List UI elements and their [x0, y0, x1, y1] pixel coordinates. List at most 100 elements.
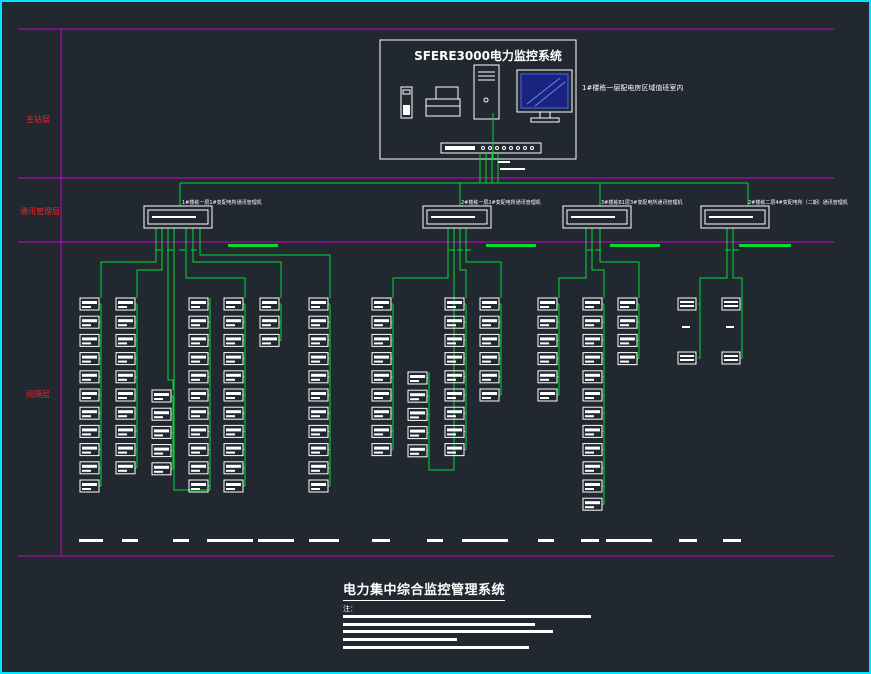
meter-12 — [115, 297, 136, 311]
meter-38 — [223, 297, 244, 311]
meter-20 — [115, 443, 136, 457]
meter-31 — [188, 370, 209, 384]
meter-28 — [188, 315, 209, 329]
meter-74 — [407, 407, 428, 421]
green-bars — [228, 244, 791, 247]
meter-55 — [308, 352, 329, 366]
layer-frame — [18, 28, 834, 557]
meter-88 — [479, 333, 500, 347]
column-label-bar-11 — [581, 539, 599, 542]
meter-101 — [582, 352, 603, 366]
meter-32 — [188, 388, 209, 402]
meter-72 — [407, 371, 428, 385]
meter-110 — [617, 297, 638, 311]
meter-63 — [371, 297, 392, 311]
bottom-title: 电力集中综合监控管理系统 — [343, 579, 506, 601]
gateway-4: 2#楼栋二层4#变配电所（二期）通讯管理机 — [700, 199, 848, 229]
gateway-2: 2#楼栋一层2#变配电所通讯管理机 — [422, 199, 541, 229]
gateway-4-label: 2#楼栋二层4#变配电所（二期）通讯管理机 — [748, 199, 848, 206]
meter-64 — [371, 315, 392, 329]
column-label-bar-8 — [427, 539, 443, 542]
meter-79 — [444, 333, 465, 347]
meter-21 — [115, 461, 136, 475]
meter-29 — [188, 333, 209, 347]
meter-98 — [582, 297, 603, 311]
column-label-bar-3 — [173, 539, 189, 542]
column-label-bar-5 — [258, 539, 294, 542]
meter-40 — [223, 333, 244, 347]
note-label: 注： — [343, 605, 357, 613]
gateway-3: 3#楼栋B1层3#变配电所通讯管理机 — [562, 199, 682, 229]
meter-53 — [308, 315, 329, 329]
column-label-bar-9 — [462, 539, 508, 542]
gateway-1-label: 1#楼栋一层1#变配电所通讯管理机 — [182, 199, 262, 206]
column-label-bar-2 — [122, 539, 138, 542]
meter-33 — [188, 406, 209, 420]
meter-108 — [582, 479, 603, 493]
meter-91 — [479, 388, 500, 402]
meter-15 — [115, 352, 136, 366]
monitor-icon — [516, 69, 573, 123]
meter-84 — [444, 424, 465, 438]
meter-51 — [259, 333, 280, 347]
note-line-2 — [343, 623, 535, 626]
meter-68 — [371, 388, 392, 402]
meter-85 — [444, 443, 465, 457]
meter-6 — [79, 388, 100, 402]
modem-icon — [400, 86, 413, 119]
meter-67 — [371, 370, 392, 384]
meter-76 — [407, 444, 428, 458]
layer-label-comm: 通讯管理层 — [20, 206, 60, 216]
meter-49 — [259, 297, 280, 311]
meter-71 — [371, 443, 392, 457]
meter-89 — [479, 352, 500, 366]
meter-25 — [151, 444, 172, 458]
column-label-bar-13 — [679, 539, 697, 542]
meter-small-1 — [677, 297, 697, 311]
meter-107 — [582, 461, 603, 475]
meter-60 — [308, 443, 329, 457]
station-location-label: 1#楼栋一层配电房区域值班室内 — [582, 83, 683, 92]
note-line-3 — [343, 630, 553, 633]
meter-95 — [537, 352, 558, 366]
meter-58 — [308, 406, 329, 420]
meter-102 — [582, 370, 603, 384]
meter-54 — [308, 333, 329, 347]
meter-43 — [223, 388, 244, 402]
meter-37 — [188, 479, 209, 493]
column-label-bar-7 — [372, 539, 390, 542]
layer-label-field: 间隔层 — [26, 390, 50, 399]
meter-45 — [223, 424, 244, 438]
meter-56 — [308, 370, 329, 384]
column-label-bar-6 — [309, 539, 339, 542]
meter-1 — [79, 297, 100, 311]
system-title: SFERE3000电力监控系统 — [414, 48, 562, 63]
meter-103 — [582, 388, 603, 402]
meter-18 — [115, 406, 136, 420]
note-line-4 — [343, 638, 457, 641]
meter-8 — [79, 424, 100, 438]
meter-57 — [308, 388, 329, 402]
meter-19 — [115, 424, 136, 438]
meter-41 — [223, 352, 244, 366]
meter-99 — [582, 315, 603, 329]
computer-tower-icon — [473, 64, 500, 120]
meter-112 — [617, 333, 638, 347]
meter-75 — [407, 426, 428, 440]
note-line-1 — [343, 615, 591, 618]
meter-80 — [444, 352, 465, 366]
meter-82 — [444, 388, 465, 402]
wiring — [99, 113, 749, 505]
meter-104 — [582, 406, 603, 420]
layer-label-station: 主站层 — [26, 114, 50, 124]
meter-30 — [188, 352, 209, 366]
column-label-bar-12 — [606, 539, 652, 542]
meter-50 — [259, 315, 280, 329]
meter-94 — [537, 333, 558, 347]
meter-14 — [115, 333, 136, 347]
meter-39 — [223, 315, 244, 329]
network-switch-icon — [440, 142, 542, 154]
meter-66 — [371, 352, 392, 366]
